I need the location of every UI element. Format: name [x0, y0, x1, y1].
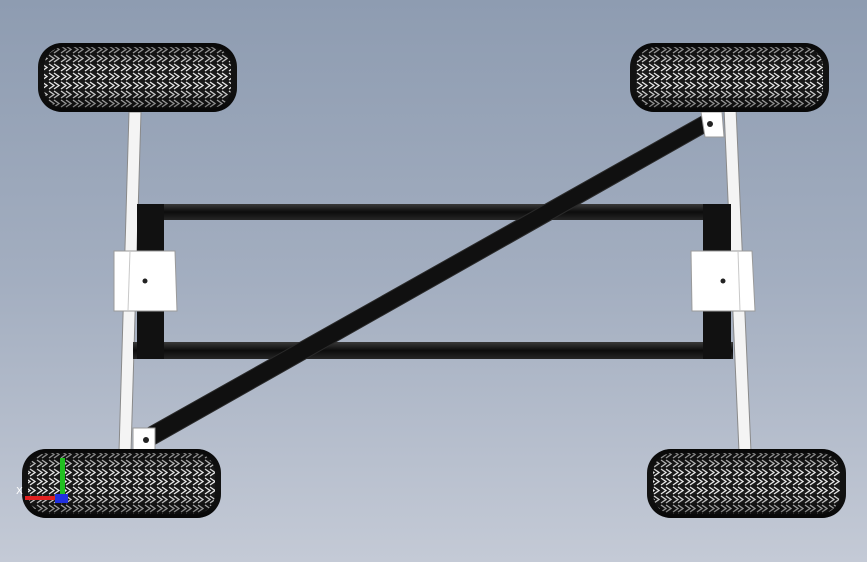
brace-bracket-bottom [132, 427, 156, 453]
triad-x-axis [25, 496, 63, 500]
triad-z-axis [55, 494, 68, 503]
wheel-front-right [630, 43, 829, 112]
left-mount-plate [113, 250, 178, 312]
brace-bracket-top [700, 111, 725, 138]
frame-top-rail [137, 204, 730, 220]
diagonal-brace [143, 111, 718, 447]
wheel-front-left [38, 43, 237, 112]
wheel-rear-right [647, 449, 846, 518]
triad-y-axis [60, 458, 65, 498]
right-mount-plate [690, 250, 756, 312]
triad-x-label: X [16, 486, 23, 497]
frame-bottom-rail [133, 342, 733, 359]
wheel-rear-left [22, 449, 221, 518]
orientation-triad [25, 458, 68, 503]
